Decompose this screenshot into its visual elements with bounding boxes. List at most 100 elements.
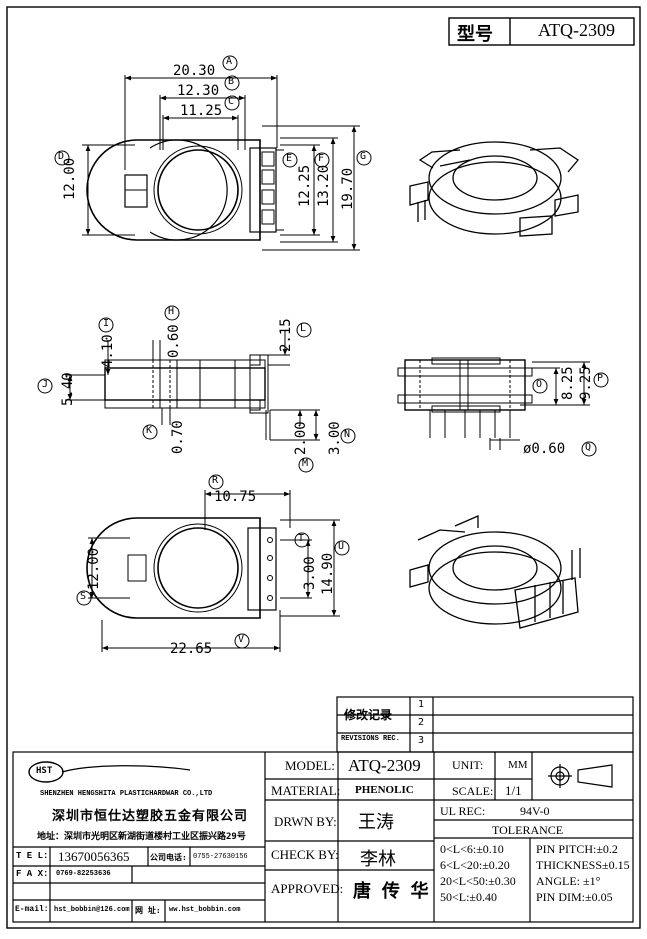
- model-box-value: ATQ-2309: [538, 20, 615, 40]
- dimension-tag-circles: [37, 55, 609, 649]
- dim-f-tag: F: [318, 153, 325, 164]
- dim-s-value: 12.00: [86, 547, 102, 590]
- side-view-drawing: [65, 330, 320, 441]
- dim-n-tag: N: [344, 429, 351, 440]
- tolerance-1: 0<L<6:±0.10: [440, 842, 504, 856]
- dim-o-value: 8.25: [560, 366, 576, 400]
- revision-mark-3: 3: [418, 735, 425, 746]
- revision-mark-1: 1: [418, 699, 425, 710]
- dim-r-tag: R: [212, 475, 219, 486]
- check-label: CHECK BY:: [271, 847, 339, 862]
- scale-value: 1/1: [505, 783, 522, 798]
- dim-l-tag: L: [300, 323, 307, 334]
- dim-c-tag: C: [228, 96, 235, 107]
- dim-h-tag: H: [168, 306, 175, 317]
- phone-label: 公司电话:: [150, 853, 187, 862]
- dim-u-value: 14.90: [320, 552, 336, 595]
- dim-i-tag: I: [103, 318, 110, 329]
- iso-view-top: [409, 141, 579, 237]
- model-label: MODEL:: [285, 758, 335, 773]
- unit-value: MM: [508, 759, 528, 771]
- dim-v-tag: V: [238, 634, 245, 645]
- email-value: hst_bobbin@126.com: [54, 906, 130, 914]
- tolerance-label: TOLERANCE: [492, 823, 564, 837]
- dim-a-tag: A: [226, 56, 233, 67]
- email-label: E-mail:: [15, 905, 49, 914]
- company-address: 地址：深圳市光明区新湖街道楼村工业区振兴路29号: [37, 832, 246, 842]
- fax-label: F A X:: [16, 869, 49, 879]
- sheet-border: [6, 6, 641, 929]
- model-value: ATQ-2309: [348, 756, 421, 775]
- dim-o-tag: O: [536, 379, 543, 390]
- thickness-tolerance: THICKNESS±0.15: [536, 858, 630, 872]
- material-label: MATERIAL:: [271, 783, 341, 798]
- check-value: 李林: [360, 849, 396, 870]
- revision-label-en: REVISIONS REC.: [341, 735, 400, 743]
- dim-e-value: 12.25: [297, 164, 313, 207]
- company-logo: HST: [36, 766, 53, 776]
- company-name-en: SHENZHEN HENGSHITA PLASTICHARDWAR CO.,LT…: [40, 790, 213, 798]
- dim-b-value: 12.30: [177, 83, 220, 99]
- ul-label: UL REC:: [440, 804, 486, 818]
- pin-dim-tolerance: PIN DIM:±0.05: [536, 890, 613, 904]
- approved-value: 唐 传 华: [353, 881, 429, 902]
- dim-u-tag: U: [338, 541, 345, 552]
- model-title-box: [448, 17, 635, 46]
- tel-label: T E L:: [16, 851, 49, 861]
- web-value: ww.hst_bobbin.com: [169, 906, 241, 914]
- dim-g-value: 19.70: [340, 167, 356, 210]
- drwn-label: DRWN BY:: [274, 814, 337, 829]
- ul-value: 94V-0: [520, 804, 550, 818]
- web-label: 网 址:: [135, 906, 161, 915]
- tolerance-3: 20<L<50:±0.30: [440, 874, 516, 888]
- dim-d-value: 12.00: [62, 157, 78, 200]
- angle-tolerance: ANGLE: ±1°: [536, 874, 601, 888]
- dim-r-value: 10.75: [214, 489, 257, 505]
- dim-p-tag: P: [597, 373, 604, 384]
- title-block: [12, 696, 634, 923]
- scale-label: SCALE:: [452, 784, 494, 798]
- dim-d-tag: D: [58, 151, 65, 162]
- company-name-cn: 深圳市恒仕达塑胶五金有限公司: [52, 809, 249, 824]
- revision-label-cn: 修改记录: [344, 708, 393, 722]
- phone-value: 0755-27630156: [193, 853, 248, 861]
- model-box-label: 型号: [457, 24, 493, 44]
- tolerance-2: 6<L<20:±0.20: [440, 858, 510, 872]
- unit-label: UNIT:: [452, 758, 484, 772]
- dim-g-tag: G: [360, 151, 367, 162]
- pin-pitch-tolerance: PIN PITCH:±0.2: [536, 842, 618, 856]
- dim-q-value: ø0.60: [523, 441, 566, 457]
- material-value: PHENOLIC: [355, 784, 414, 796]
- front-view-drawing: [397, 357, 590, 450]
- approved-label: APPROVED:: [271, 881, 344, 896]
- dim-p-value: 9.25: [578, 366, 594, 400]
- dim-h-value: 0.60: [166, 324, 182, 358]
- dim-k-tag: K: [146, 425, 153, 436]
- dim-b-tag: B: [228, 76, 235, 87]
- dim-j-value: 5.40: [60, 372, 76, 406]
- dim-s-tag: S: [80, 591, 87, 602]
- dim-m-tag: M: [302, 458, 309, 469]
- dim-n-value: 3.00: [327, 421, 343, 455]
- top-view-drawing: [82, 75, 360, 251]
- dim-a-value: 20.30: [173, 63, 216, 79]
- tel-value: 13670056365: [58, 849, 130, 864]
- iso-view-bottom: [409, 515, 581, 629]
- drwn-value: 王涛: [358, 812, 394, 833]
- dim-l-value: 2.15: [278, 318, 294, 352]
- dim-i-value: 4.10: [100, 334, 116, 368]
- dim-q-tag: Q: [585, 442, 592, 453]
- dim-t-tag: T: [298, 533, 305, 544]
- bottom-view-drawing: [86, 490, 340, 652]
- dim-t-value: 3.00: [302, 556, 318, 590]
- tolerance-4: 50<L:±0.40: [440, 890, 498, 904]
- dim-f-value: 13.20: [316, 164, 332, 207]
- dim-j-tag: J: [42, 379, 49, 390]
- dim-m-value: 2.00: [293, 421, 309, 455]
- dim-e-tag: E: [286, 153, 293, 164]
- fax-value: 0769-82253636: [56, 870, 111, 878]
- dim-k-value: 0.70: [170, 420, 186, 454]
- dim-c-value: 11.25: [180, 103, 223, 119]
